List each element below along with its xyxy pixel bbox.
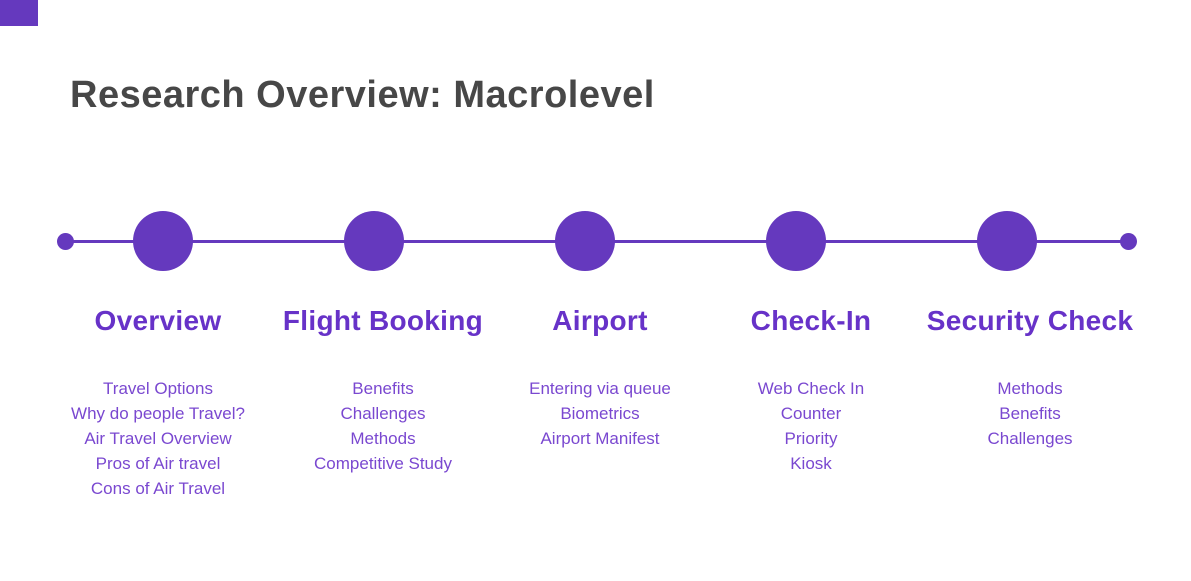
stage-item: Methods (997, 378, 1063, 398)
stage-heading-security-check: Security Check (926, 305, 1134, 336)
timeline-node-security-check (977, 211, 1037, 271)
stage-column-security-check: Security Check Methods Benefits Challeng… (900, 304, 1160, 451)
timeline-node-overview (133, 211, 193, 271)
stage-item: Priority (784, 428, 838, 448)
stage-heading-overview: Overview (94, 305, 222, 336)
stage-item: Travel Options (103, 378, 213, 398)
stage-item: Counter (780, 403, 842, 423)
timeline-end-dot (1120, 233, 1137, 250)
stage-item: Air Travel Overview (84, 428, 232, 448)
stage-item-list-check-in: Web Check In Counter Priority Kiosk (681, 376, 941, 476)
stage-item: Benefits (999, 403, 1061, 423)
stage-item: Airport Manifest (540, 428, 660, 448)
corner-accent-shape (0, 0, 38, 26)
stage-heading-flight-booking: Flight Booking (282, 305, 484, 336)
timeline-start-dot (57, 233, 74, 250)
stage-column-airport: Airport Entering via queue Biometrics Ai… (470, 304, 730, 451)
stage-column-flight-booking: Flight Booking Benefits Challenges Metho… (253, 304, 513, 476)
stage-item: Benefits (352, 378, 414, 398)
stage-item-list-flight-booking: Benefits Challenges Methods Competitive … (253, 376, 513, 476)
stage-item: Biometrics (560, 403, 640, 423)
slide-title: Research Overview: Macrolevel (70, 74, 655, 116)
stage-item: Pros of Air travel (95, 453, 221, 473)
stage-item: Challenges (340, 403, 426, 423)
stage-item-list-security-check: Methods Benefits Challenges (900, 376, 1160, 451)
stage-item: Challenges (987, 428, 1073, 448)
stage-item-list-airport: Entering via queue Biometrics Airport Ma… (470, 376, 730, 451)
stage-item: Methods (350, 428, 416, 448)
stage-item: Kiosk (790, 453, 832, 473)
stage-item-list-overview: Travel Options Why do people Travel? Air… (28, 376, 288, 501)
timeline-node-airport (555, 211, 615, 271)
stage-column-overview: Overview Travel Options Why do people Tr… (28, 304, 288, 501)
timeline-node-flight-booking (344, 211, 404, 271)
stage-item: Entering via queue (529, 378, 671, 398)
stage-item: Cons of Air Travel (90, 478, 226, 498)
timeline-node-check-in (766, 211, 826, 271)
stage-heading-check-in: Check-In (750, 305, 872, 336)
stage-item: Why do people Travel? (71, 403, 245, 423)
stage-heading-airport: Airport (552, 305, 648, 336)
stage-item: Web Check In (757, 378, 865, 398)
stage-item: Competitive Study (314, 453, 452, 473)
stage-column-check-in: Check-In Web Check In Counter Priority K… (681, 304, 941, 476)
